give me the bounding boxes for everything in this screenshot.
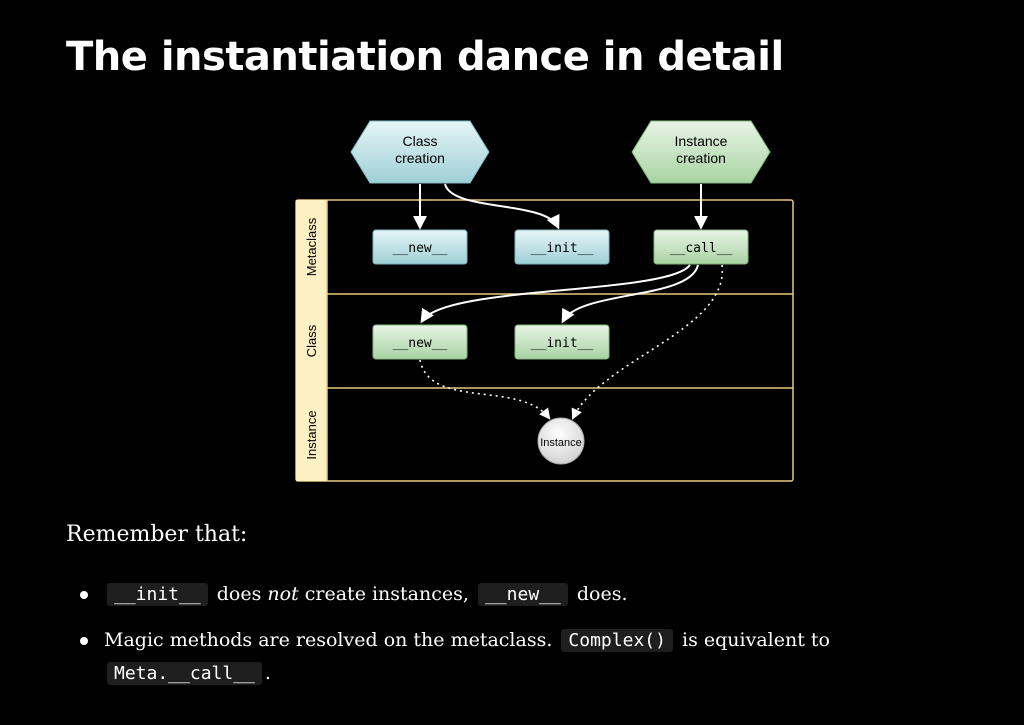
lane-label-class: Class [304,324,319,357]
metaclass-init-label: __init__ [531,241,594,256]
swimlane-frame [295,199,794,482]
metaclass-call-label: __call__ [670,241,733,256]
dotted-class-new-to-instance [419,359,551,420]
bullet-item: Magic methods are resolved on the metacl… [80,624,884,690]
code-complex: Complex() [561,629,673,652]
arrow-meta-call-to-class-new [420,264,691,324]
bullet-item: __init__ does not create instances, __ne… [80,578,884,611]
class-new-box: __new__ [372,324,468,360]
bullet-text: is equivalent to [682,629,830,651]
class-creation-node: Class creation [350,120,490,184]
slide-title: The instantiation dance in detail [66,34,784,80]
bullet-text: create instances, [304,583,469,605]
arrow-meta-call-to-class-init [561,264,699,324]
instance-creation-label-1: Instance [675,133,728,149]
lane-label-metaclass: Metaclass [304,217,319,276]
emphasis-not: not [267,583,299,605]
code-meta-call: Meta.__call__ [107,662,262,685]
metaclass-new-label: __new__ [393,241,448,256]
class-creation-label-2: creation [395,150,445,166]
metaclass-call-box: __call__ [653,229,749,265]
instantiation-diagram: Metaclass Class Instance Class creation … [295,120,794,482]
code-new: __new__ [477,583,568,606]
instance-node-label: Instance [540,437,582,449]
arrow-class-creation-to-meta-init [444,183,560,230]
instance-creation-label-2: creation [676,150,726,166]
metaclass-new-box: __new__ [372,229,468,265]
bullet-text: . [264,662,271,684]
lane-label-instance: Instance [304,410,319,459]
instance-node: Instance [537,417,585,465]
class-init-box: __init__ [514,324,610,360]
metaclass-init-box: __init__ [514,229,610,265]
return-arrows [419,264,723,421]
bullet-text: Magic methods are resolved on the metacl… [104,629,553,651]
intro-text: Remember that: [66,522,248,547]
code-init: __init__ [107,583,208,606]
class-new-label: __new__ [393,336,448,351]
instance-creation-node: Instance creation [631,120,771,184]
class-init-label: __init__ [531,336,594,351]
bullet-list: __init__ does not create instances, __ne… [80,578,884,690]
bullet-text: does. [576,583,628,605]
bullet-text: does [216,583,262,605]
class-creation-label-1: Class [402,133,437,149]
flow-arrows [413,183,708,324]
